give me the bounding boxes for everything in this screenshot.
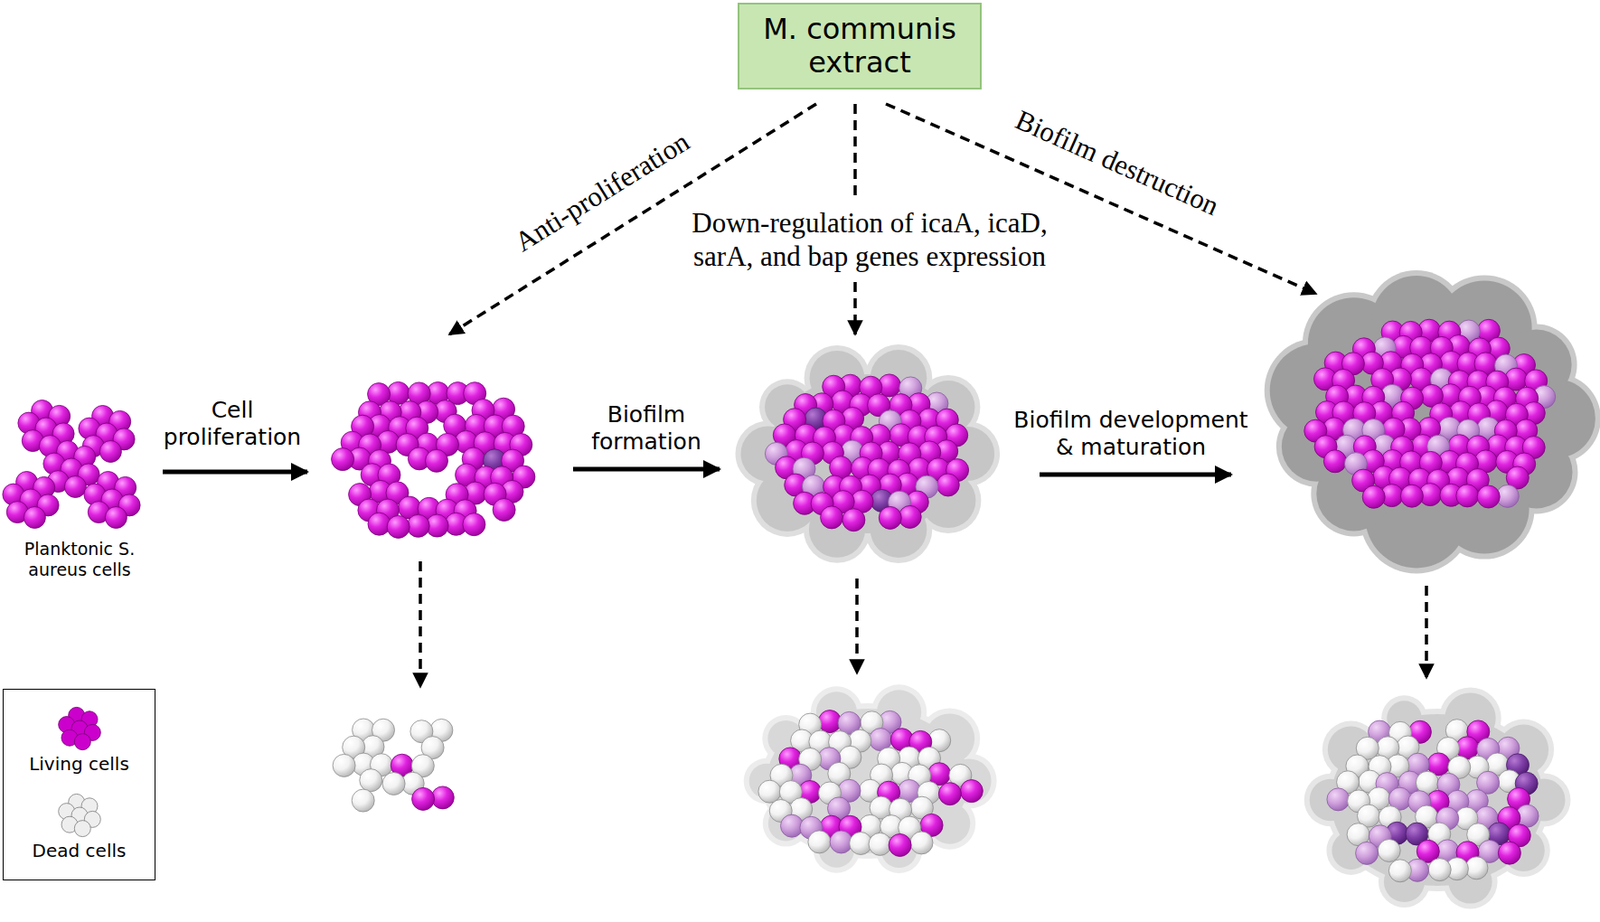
action-label: Down-regulation of icaA, icaD, sarA, and… [675, 206, 1064, 273]
forming-biofilm [764, 374, 969, 532]
cell [878, 506, 902, 529]
cell [104, 507, 127, 529]
cell [1477, 485, 1500, 509]
cell [23, 507, 46, 529]
step-label: Cell proliferation [150, 396, 314, 452]
cell [492, 498, 516, 522]
biofilm-matrix [766, 708, 970, 854]
biofilm-matrix [1325, 708, 1550, 892]
biofilm-matrix [761, 703, 975, 859]
proliferating-cells [331, 381, 536, 538]
step-label: Biofilm development & maturation [1007, 406, 1256, 462]
legend-entry: Living cells [3, 704, 155, 775]
cell [1327, 788, 1350, 811]
step-label: Biofilm formation [574, 401, 719, 456]
dead-cells [332, 718, 454, 812]
dashed-arrow [853, 282, 857, 335]
cell [868, 832, 892, 856]
cell [888, 834, 912, 857]
legend-entry: Dead cells [3, 790, 155, 862]
cell [936, 473, 960, 497]
cell [758, 780, 782, 803]
cell [1456, 484, 1479, 508]
cell [1355, 841, 1379, 865]
dashed-arrow [1424, 585, 1429, 678]
cell [829, 830, 853, 854]
cell [1377, 839, 1401, 863]
biofilm-matrix [1444, 692, 1496, 744]
cell [938, 782, 961, 806]
cell [99, 441, 122, 463]
dashed-arrow [855, 578, 859, 674]
legend-cell [74, 734, 91, 751]
cell [1362, 485, 1385, 509]
legend-text: Living cells [3, 752, 155, 775]
cell [351, 789, 375, 812]
dead-biofilm [758, 710, 983, 857]
biofilm-matrix [1304, 687, 1572, 909]
cell [808, 830, 831, 854]
mature-biofilm [1304, 319, 1556, 509]
legend-box: Living cellsDead cells [2, 688, 156, 881]
cell [1428, 858, 1451, 882]
extract-box: M. communis extract [737, 2, 982, 90]
solid-arrow [1039, 472, 1232, 478]
cell-label: Planktonic S. aureus cells [20, 538, 139, 581]
cell [64, 476, 86, 499]
cell [910, 831, 933, 855]
cell [1388, 859, 1412, 883]
cell [1497, 841, 1521, 865]
cell [382, 772, 405, 796]
cell-illustration [2, 270, 1600, 910]
destroyed-biofilm [1327, 719, 1539, 883]
biofilm-matrix [876, 689, 922, 735]
cell [406, 514, 430, 537]
cell [1400, 484, 1423, 508]
cell [431, 786, 454, 810]
box-text: M. communis extract [751, 12, 969, 80]
cell [412, 787, 435, 810]
biofilm-matrix [735, 344, 1001, 564]
cell [462, 513, 486, 537]
legend-text: Dead cells [3, 839, 155, 862]
dashed-line [853, 103, 857, 199]
cell [898, 505, 922, 528]
planktonic-cells [2, 400, 141, 529]
cell [386, 515, 410, 538]
legend-cell [74, 820, 91, 838]
cell [1323, 450, 1346, 473]
cell [425, 449, 449, 472]
solid-arrow [573, 467, 720, 472]
cell [820, 506, 844, 529]
cell [842, 508, 866, 532]
legend-swatch [52, 704, 107, 753]
biofilm-matrix [1264, 270, 1600, 574]
cell [359, 769, 383, 792]
cell [331, 448, 355, 471]
cell [960, 780, 983, 803]
arrows [162, 103, 1427, 688]
solid-arrow [162, 470, 308, 475]
cell [332, 753, 356, 777]
legend-swatch [52, 790, 107, 840]
dashed-arrow [418, 561, 423, 688]
biofilm-matrix [743, 684, 998, 874]
biofilm-matrix [1330, 714, 1544, 886]
